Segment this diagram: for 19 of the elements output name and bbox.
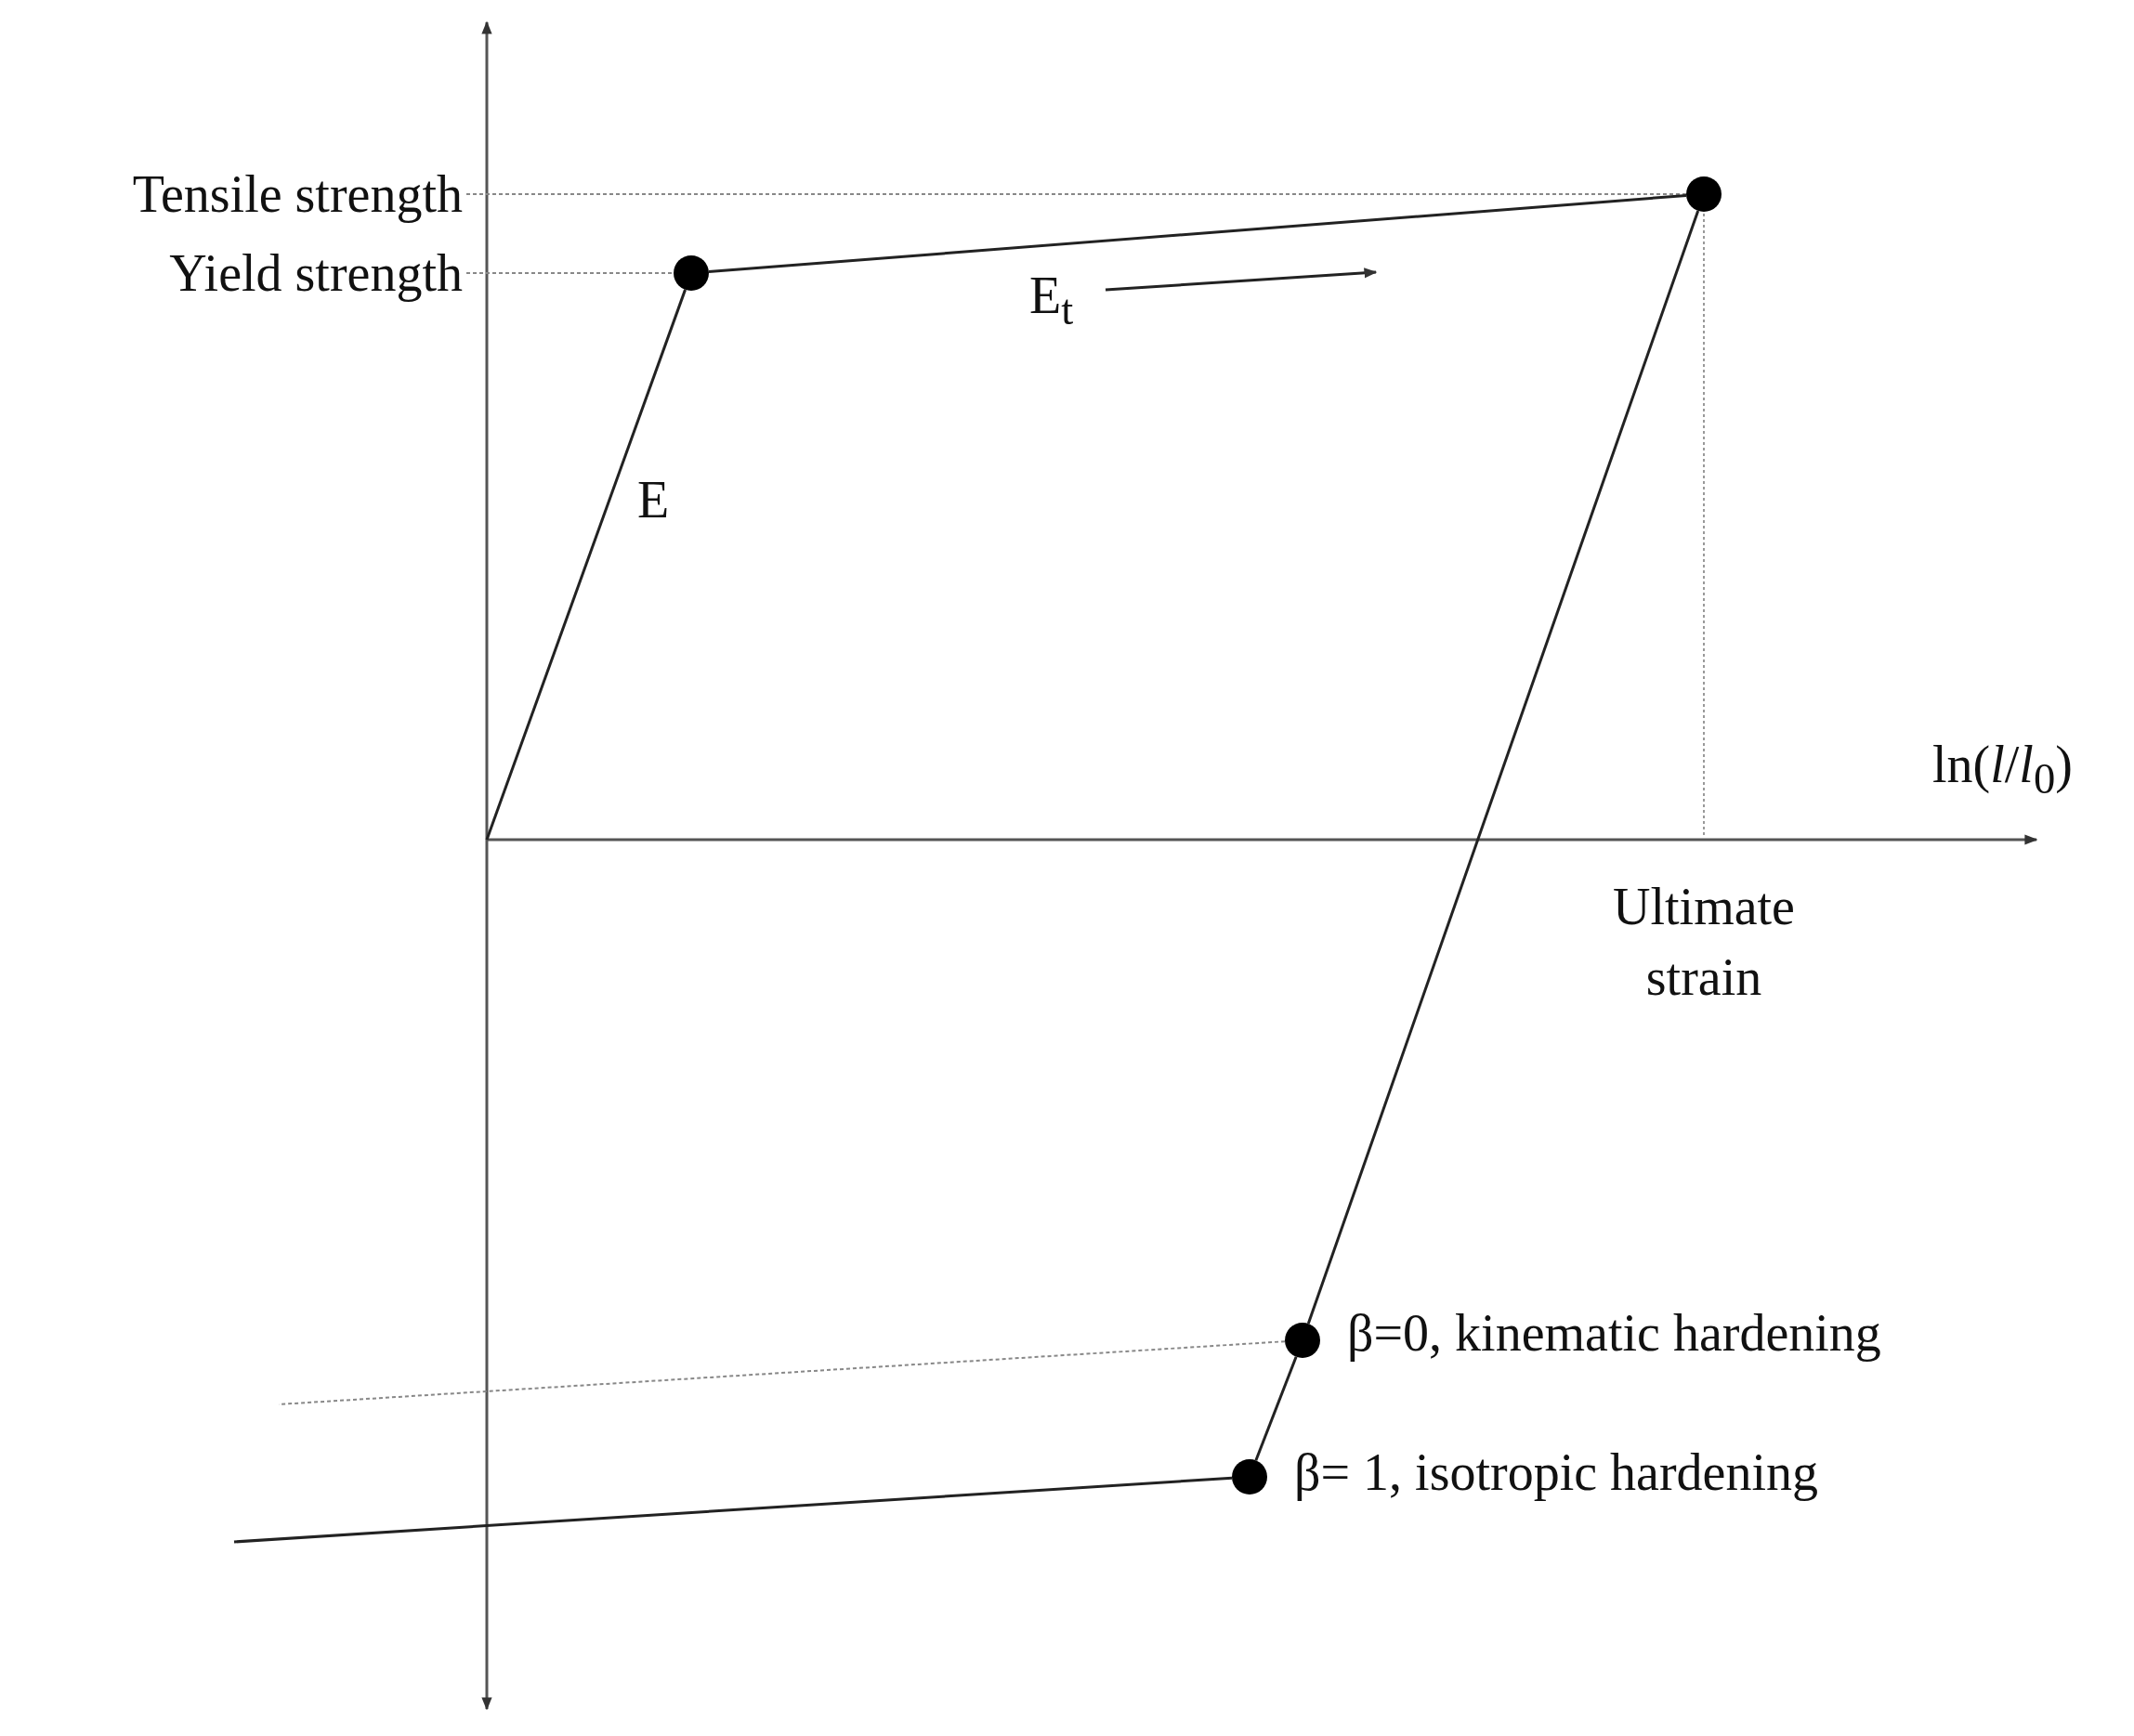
curve-segment — [1254, 1356, 1298, 1461]
axis-label: Yield strength — [19, 241, 463, 306]
curve-segment — [1306, 210, 1700, 1325]
point-marker — [674, 255, 709, 291]
dotted-line — [465, 272, 674, 274]
point-caption: β=0, kinematic hardening — [1347, 1303, 1881, 1364]
axis-label: Ultimate strain — [1612, 877, 1796, 1008]
point-marker — [1285, 1323, 1320, 1358]
point-marker — [1232, 1459, 1267, 1495]
curve-segment — [233, 1476, 1233, 1544]
axis-label: Tensile strength — [19, 162, 463, 227]
curve-segment — [708, 194, 1687, 273]
axis-label: ln(l/l$_{0}$) — [1932, 735, 2073, 805]
curve-segment — [485, 289, 687, 841]
modulus-label: E$_{t}$ — [1029, 266, 1074, 336]
modulus-label: E — [637, 470, 670, 530]
dotted-line — [465, 193, 1687, 195]
point-marker — [1686, 176, 1722, 212]
point-caption: β= 1, isotropic hardening — [1294, 1442, 1818, 1503]
